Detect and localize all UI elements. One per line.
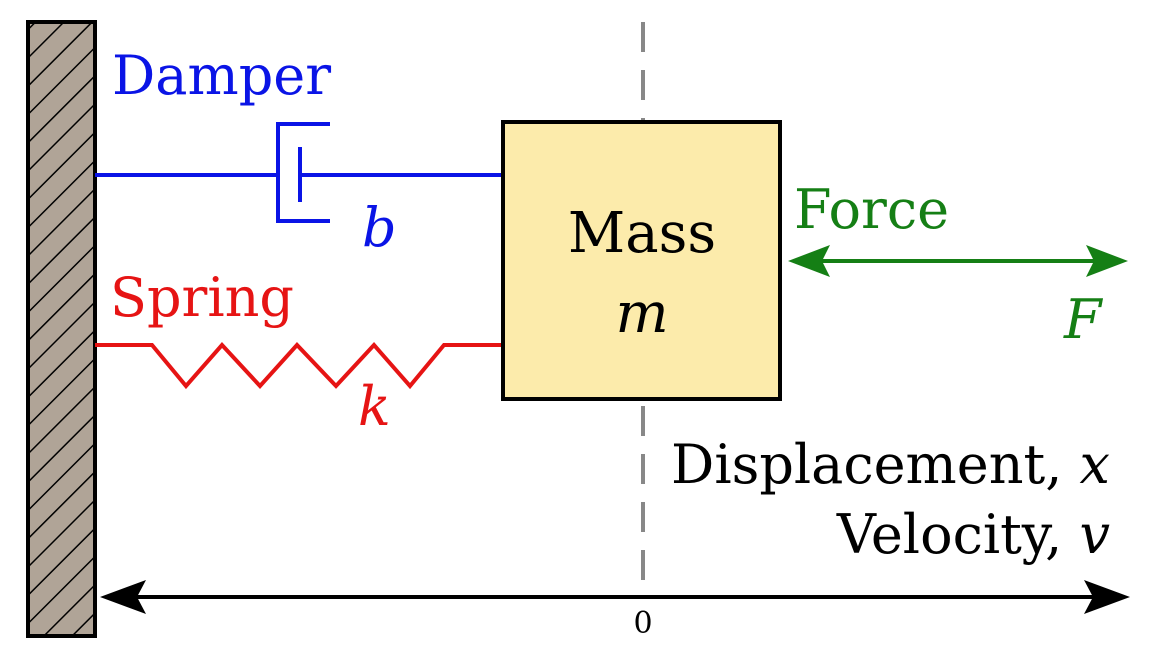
spring-title: Spring — [110, 266, 294, 329]
force: Force F — [788, 178, 1128, 351]
spring-coil — [95, 342, 503, 390]
mass-title: Mass — [568, 201, 716, 266]
spring: Spring k — [95, 266, 503, 438]
displacement-label: Displacement, x — [671, 433, 1110, 496]
force-symbol: F — [1063, 288, 1104, 351]
axis-arrow-head-left — [100, 580, 146, 614]
damper-cylinder — [276, 122, 330, 223]
force-arrow-head-right — [1086, 245, 1128, 277]
force-title: Force — [794, 178, 949, 241]
displacement-symbol: x — [1080, 433, 1110, 496]
spring-symbol: k — [358, 375, 391, 438]
velocity-text: Velocity, — [836, 503, 1080, 566]
displacement-text: Displacement, — [671, 433, 1079, 496]
damper-symbol: b — [362, 196, 397, 259]
damper-title: Damper — [112, 44, 331, 107]
velocity-label: Velocity, v — [836, 503, 1110, 566]
damper: Damper b — [95, 44, 503, 259]
mass-box — [501, 120, 782, 401]
mass-symbol: m — [615, 281, 668, 346]
fixed-wall — [26, 20, 97, 638]
force-arrow-head-left — [788, 245, 830, 277]
velocity-symbol: v — [1079, 503, 1110, 566]
position-axis: 0 — [100, 580, 1130, 641]
axis-arrow-head-right — [1084, 580, 1130, 614]
mass-block: Mass m — [501, 120, 782, 401]
axis-origin-label: 0 — [633, 606, 652, 641]
